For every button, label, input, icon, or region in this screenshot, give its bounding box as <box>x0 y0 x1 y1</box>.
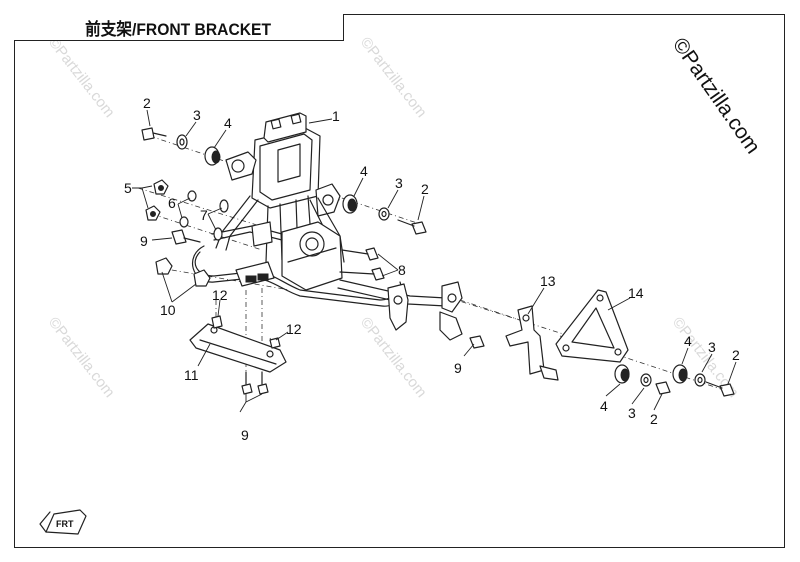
front-bracket-frame <box>192 112 463 341</box>
callout-7: 7 <box>200 207 208 223</box>
callout-2: 2 <box>421 181 429 197</box>
callout-labels: 1 2 3 4 5 6 7 9 10 4 3 2 8 12 12 11 9 13… <box>124 95 740 443</box>
callout-11: 11 <box>184 367 199 383</box>
watermark-text: ©Partzilla.com <box>357 34 430 121</box>
callout-9: 9 <box>454 360 462 376</box>
callout-2: 2 <box>650 411 658 427</box>
skid-plate-11 <box>189 315 287 395</box>
callout-5: 5 <box>124 180 132 196</box>
title-box: 前支架/FRONT BRACKET <box>14 14 344 41</box>
partzilla-watermark: ©Partzilla.com <box>668 34 765 158</box>
bracket-14 <box>555 289 629 363</box>
watermark-text: ©Partzilla.com <box>45 34 118 121</box>
drawing-frame <box>14 14 785 548</box>
page-title: 前支架/FRONT BRACKET <box>85 19 272 39</box>
callout-3: 3 <box>628 405 636 421</box>
callout-8: 8 <box>398 262 406 278</box>
callout-2: 2 <box>143 95 151 111</box>
callout-6: 6 <box>168 195 176 211</box>
callout-1: 1 <box>332 108 340 124</box>
callout-10: 10 <box>160 302 176 318</box>
hardware-left-upper <box>141 127 229 287</box>
bracket-13 <box>469 305 559 381</box>
frt-logo-text: FRT <box>56 519 74 529</box>
callout-4: 4 <box>224 115 232 131</box>
hardware-right-lower <box>614 364 735 397</box>
watermark-text: ©Partzilla.com <box>357 314 430 401</box>
callout-4: 4 <box>600 398 608 414</box>
callout-9: 9 <box>140 233 148 249</box>
callout-14: 14 <box>628 285 644 301</box>
callout-12: 12 <box>286 321 302 337</box>
callout-4: 4 <box>684 333 692 349</box>
callout-2: 2 <box>732 347 740 363</box>
callout-12: 12 <box>212 287 228 303</box>
leader-lines <box>132 109 737 413</box>
watermark-text: ©Partzilla.com <box>45 314 118 401</box>
callout-9: 9 <box>241 427 249 443</box>
callout-3: 3 <box>395 175 403 191</box>
callout-13: 13 <box>540 273 556 289</box>
front-direction-logo: FRT <box>39 509 87 535</box>
hardware-frame-right <box>339 194 427 281</box>
callout-3: 3 <box>193 107 201 123</box>
callout-3: 3 <box>708 339 716 355</box>
callout-4: 4 <box>360 163 368 179</box>
